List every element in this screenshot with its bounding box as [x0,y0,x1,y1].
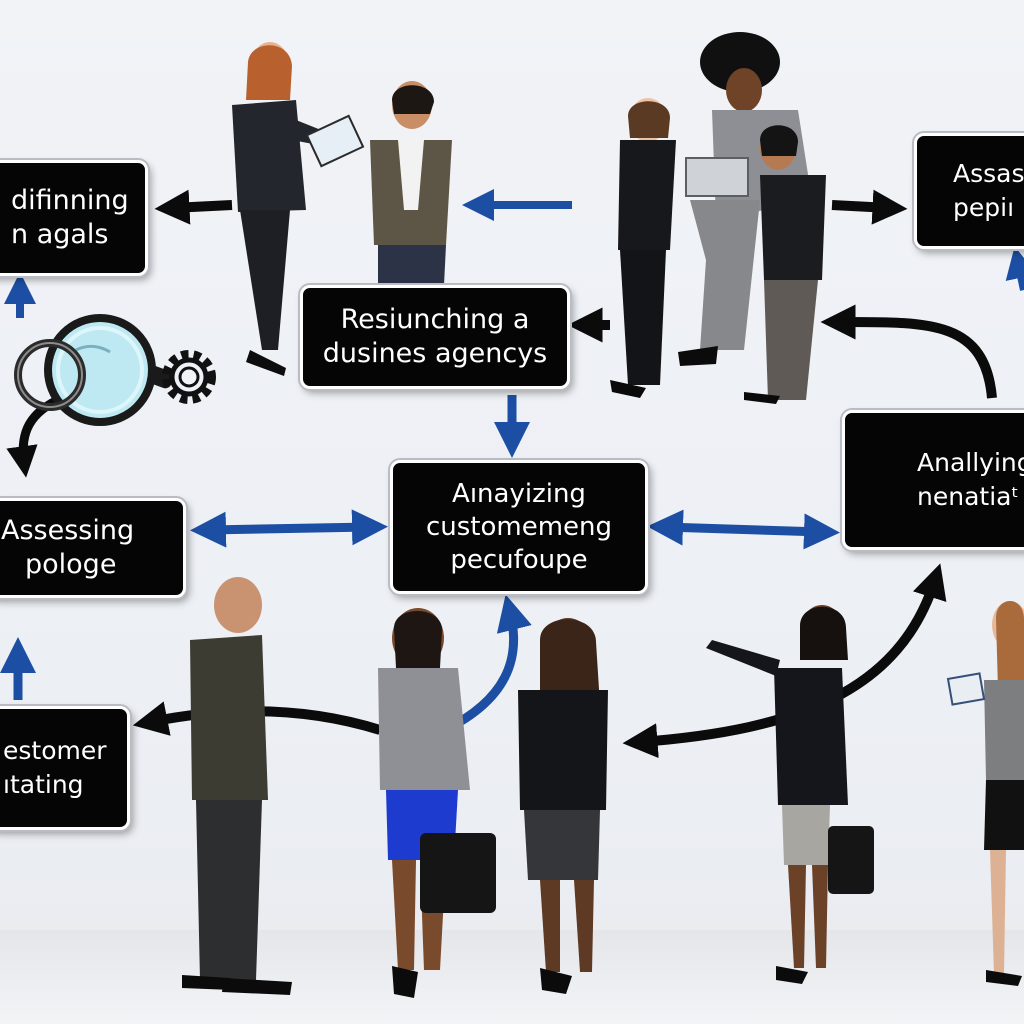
arrow-curve-up-to-analyzing [442,594,532,735]
box-relaunching-line2: dusines agencys [322,338,548,369]
box-assess-top-right-line2: pepiı [953,193,1015,222]
briefcase-icon-2 [828,826,874,894]
box-analyzing-right-line1: Anallying [917,448,1024,477]
box-defining-goals-line2: n agals [11,219,109,250]
person-woman-black-dress [518,618,608,994]
person-woman-black-suit [610,98,676,398]
box-defining-goals-line1: difinning [11,185,129,216]
briefcase-icon [420,833,496,913]
arrow-to-defining-goals [154,189,233,225]
arrow-curve-from-analyzing-right [820,304,997,399]
person-woman-clipboard [232,42,365,376]
box-customer-rating: estomer ıtating [0,706,130,830]
arrow-double-right [647,509,840,550]
box-analyzing-right-line2: nenatiaᵗ [917,482,1019,511]
box-assess-top-right-line1: Assas [953,159,1024,188]
box-assessing-left-line1: Assessing [1,515,135,546]
box-relaunching-line1: Resiunching a [340,304,530,335]
person-woman-blue-skirt [378,608,470,998]
box-customer-rating-line2: ıtating [3,770,84,799]
gear-icon [162,350,216,404]
arrow-to-assess-top-right [831,189,908,225]
person-woman-glasses [744,125,826,404]
box-customer-rating-line1: estomer [3,736,107,765]
box-analyzing-customer-line3: pecufoupe [450,544,588,575]
box-analyzing-customer: Aınayizing customemeng pecufoupe [390,460,648,594]
box-defining-goals: difinning n agals [0,160,148,276]
box-assess-top-right: Assas pepiı [914,133,1024,249]
box-analyzing-customer-line2: customemeng [425,511,613,542]
arrow-right-edge-up [1005,246,1024,291]
box-analyzing-right: Anallying nenatiaᵗ [842,410,1024,550]
person-woman-pointing [706,605,848,984]
person-woman-olive-jacket [370,81,452,285]
floor [0,930,1024,1024]
laptop-icon [685,157,749,197]
box-assessing-left-line2: pologe [25,549,117,580]
box-assessing-left: Assessing pologe [0,498,186,598]
box-relaunching: Resiunching a dusines agencys [300,285,570,389]
ring-icon [14,339,86,411]
arrow-double-left [190,509,388,548]
person-woman-notepad [946,601,1024,986]
box-analyzing-customer-line1: Aınayizing [452,478,586,509]
person-man-bald [182,577,292,995]
arrow-left-curve-down [6,393,64,478]
